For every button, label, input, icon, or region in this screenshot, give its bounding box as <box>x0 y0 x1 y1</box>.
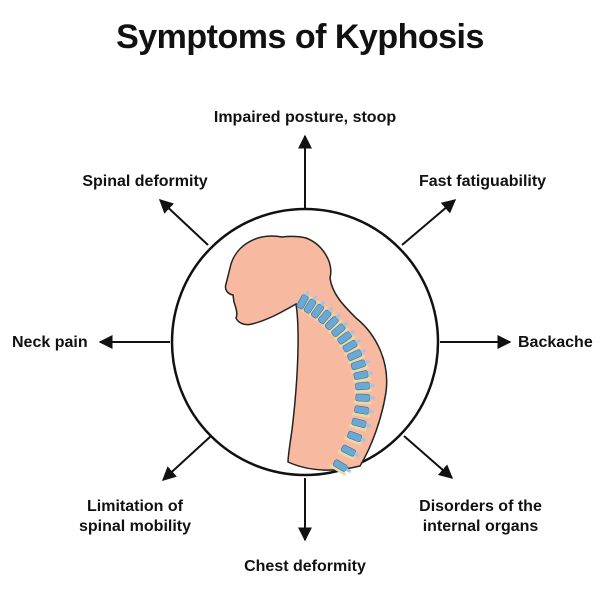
page-title: Symptoms of Kyphosis <box>116 18 484 56</box>
symptom-internal-organs: Disorders of the internal organs <box>393 497 568 537</box>
arrow-top-left <box>158 199 209 246</box>
symptom-impaired-posture: Impaired posture, stoop <box>213 109 397 126</box>
symptom-limitation-mobility-line1: Limitation of <box>87 498 183 515</box>
arrow-bottom-left <box>161 435 212 481</box>
vertebra <box>343 430 367 446</box>
vertebra <box>337 329 356 349</box>
arrow-bottom-right <box>403 435 454 479</box>
symptom-backache: Backache <box>518 334 593 351</box>
vertebra <box>353 381 375 394</box>
vertebra <box>331 321 350 342</box>
vertebra <box>318 306 336 328</box>
vertebra <box>350 359 371 374</box>
vertebra <box>347 348 367 365</box>
vertebra <box>348 417 372 432</box>
symptom-fast-fatiguability: Fast fatiguability <box>418 173 547 190</box>
vertebra <box>324 313 343 335</box>
vertebra <box>303 295 321 318</box>
symptom-internal-organs-line2: internal organs <box>422 518 539 535</box>
spine <box>296 290 375 476</box>
body-silhouette <box>224 235 388 471</box>
symptom-limitation-mobility-line2: spinal mobility <box>78 518 191 535</box>
vertebra <box>351 405 374 418</box>
vertebra <box>342 338 362 357</box>
vertebra <box>353 393 375 405</box>
vertebra <box>337 444 360 461</box>
symptom-internal-organs-line1: Disorders of the <box>419 498 542 515</box>
symptom-spinal-deformity: Spinal deformity <box>82 173 208 190</box>
vertebra <box>329 459 352 476</box>
symptom-chest-deformity: Chest deformity <box>244 558 366 575</box>
arrow-top-right <box>401 199 457 246</box>
symptom-neck-pain: Neck pain <box>12 334 88 351</box>
vertebra <box>352 370 374 384</box>
vertebra <box>311 300 329 323</box>
symptom-limitation-mobility: Limitation of spinal mobility <box>55 497 215 537</box>
